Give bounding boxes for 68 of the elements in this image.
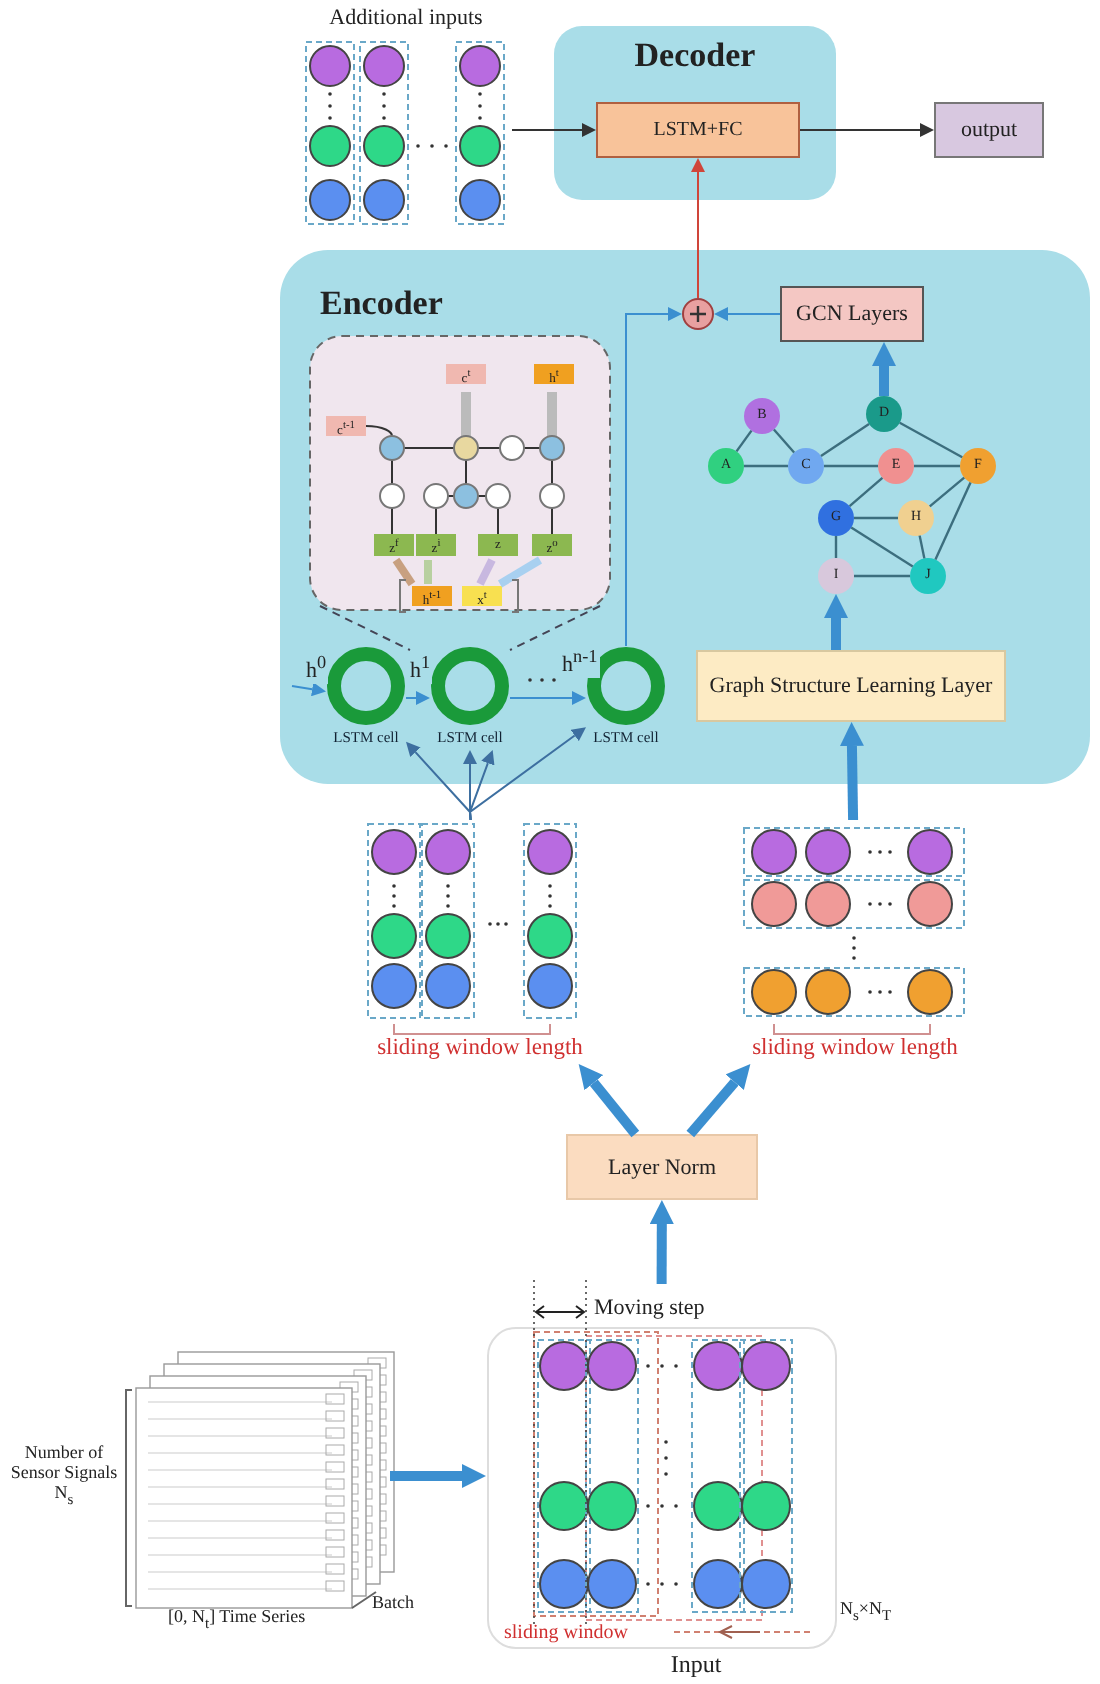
- panel-title: Encoder: [320, 286, 443, 324]
- graph-edge: [834, 536, 838, 558]
- edge-label: h$^{n-1}$: [560, 646, 600, 678]
- graph-edge: [848, 476, 884, 508]
- graph-node: [818, 558, 854, 594]
- arrow: [511, 123, 596, 137]
- graph-edge: [850, 526, 914, 568]
- flow-arrow: [578, 1064, 640, 1138]
- gcn-layers-box: [780, 286, 924, 342]
- graph-node: [788, 448, 824, 484]
- graph-edge: [929, 476, 965, 508]
- box-label: GCN Layers: [794, 301, 910, 327]
- arrow: [799, 123, 934, 137]
- graph-edge: [820, 423, 870, 457]
- edge-label: h$^{1}$: [408, 652, 433, 684]
- panel-title: Decoder: [632, 38, 758, 76]
- graph-edge: [824, 464, 878, 468]
- flow-arrow: [839, 722, 864, 821]
- graph-node: [878, 448, 914, 484]
- graph-node: [910, 558, 946, 594]
- arrow: [405, 691, 430, 705]
- decoder-panel: [554, 26, 836, 200]
- group-title: Additional inputs: [327, 6, 485, 31]
- graph-edge: [735, 429, 753, 453]
- flow-arrow: [390, 1464, 486, 1488]
- window-caption: Input: [668, 1652, 724, 1679]
- graph-edge: [899, 421, 963, 459]
- graph-edge: [934, 481, 972, 561]
- graph-edge: [744, 464, 788, 468]
- arrow: [291, 682, 326, 697]
- graph-node: [708, 448, 744, 484]
- graph-edge: [914, 464, 960, 468]
- box-label: Layer Norm: [605, 1154, 719, 1180]
- output-box: [934, 102, 1044, 158]
- layer-norm-box: [566, 1134, 758, 1200]
- graph-node: [960, 448, 996, 484]
- flow-arrow: [872, 342, 896, 396]
- annotation-label: Moving step: [594, 1296, 705, 1321]
- arrow: [691, 158, 705, 299]
- graph-node: [866, 396, 902, 432]
- flow-arrow: [649, 1200, 674, 1284]
- graph-edge: [854, 516, 898, 520]
- window-caption: N$_{s}$×N$_{T}$: [840, 1600, 892, 1625]
- annotation-label: Number of Sensor Signals N$_{s}$: [8, 1444, 120, 1508]
- graph-node: [744, 398, 780, 434]
- graph-structure-learning-box: [696, 650, 1006, 722]
- lstm-fc-box: [596, 102, 800, 158]
- flow-arrow: [824, 594, 848, 650]
- window-caption: sliding window length: [375, 1036, 585, 1062]
- window-caption: sliding window length: [750, 1036, 960, 1062]
- encoder-panel: [280, 250, 1090, 784]
- annotation-label: [0, N$_{t}$] Time Series: [168, 1608, 306, 1633]
- box-label: Graph Structure Learning Layer: [707, 673, 995, 699]
- edge-label: h$^{0}$: [304, 652, 329, 684]
- box-label: LSTM+FC: [651, 119, 745, 141]
- graph-node: [818, 500, 854, 536]
- graph-node: [898, 500, 934, 536]
- annotation-label: Batch: [372, 1594, 414, 1614]
- arrow: [714, 307, 781, 321]
- annotation-label: sliding window: [504, 1622, 628, 1644]
- graph-edge: [918, 535, 926, 559]
- graph-edge: [773, 428, 795, 454]
- graph-edge: [854, 574, 910, 578]
- arrow: [625, 307, 682, 647]
- arrow: [468, 727, 586, 821]
- box-label: output: [958, 117, 1020, 143]
- flow-arrow: [686, 1064, 751, 1138]
- arrow: [509, 691, 586, 705]
